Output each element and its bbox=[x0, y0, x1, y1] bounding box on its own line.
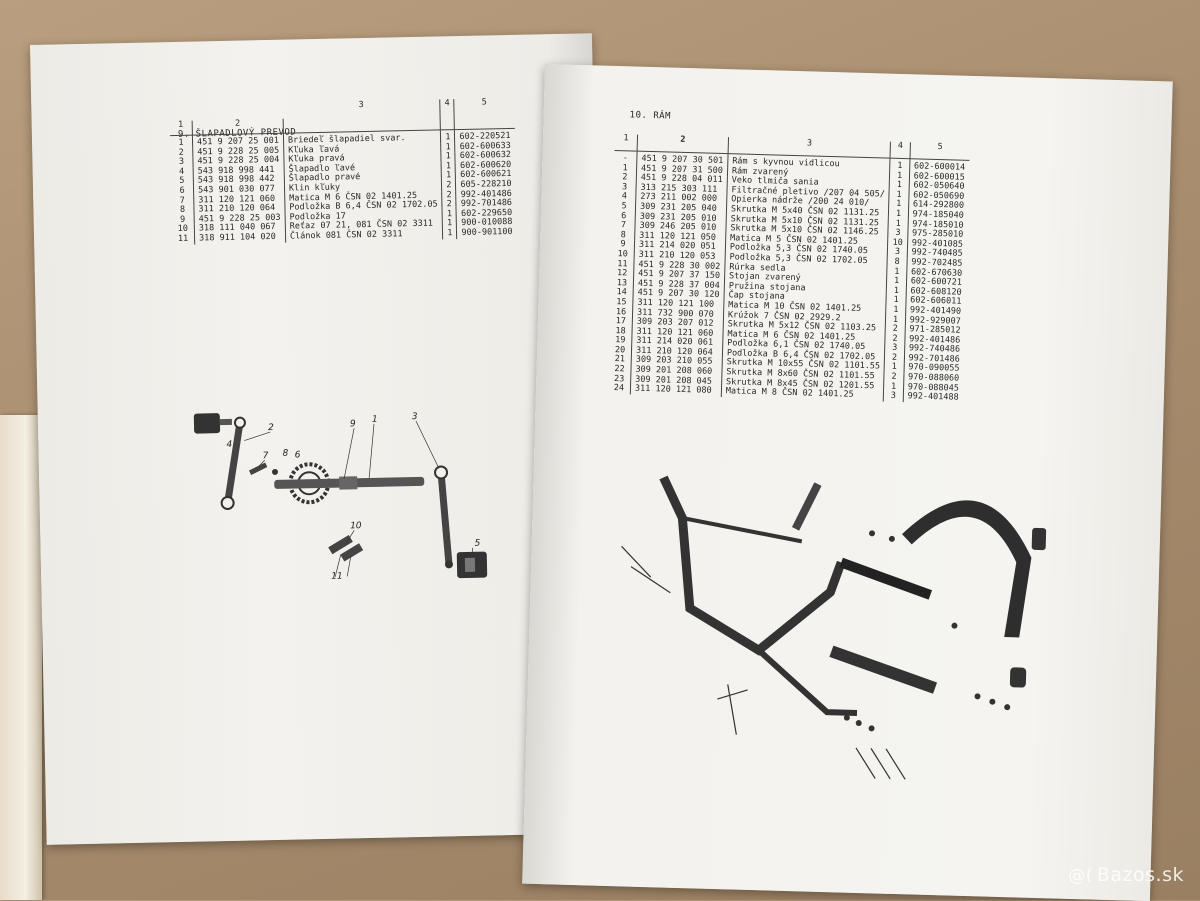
frame-rear-strut bbox=[840, 562, 931, 595]
callout-5: 5 bbox=[474, 539, 480, 549]
frame-diagram bbox=[595, 456, 1084, 799]
right-cell-col4: 3 bbox=[884, 392, 904, 402]
right-cell-col2: 311 120 121 080 bbox=[630, 385, 721, 397]
callout-3: 3 bbox=[412, 412, 418, 422]
leader-lines bbox=[244, 420, 473, 579]
left-cell-col1: 11 bbox=[172, 235, 195, 245]
nut-left bbox=[272, 469, 278, 475]
left-cell-col4: 1 bbox=[443, 229, 457, 239]
callout-9: 9 bbox=[350, 419, 356, 429]
left-cell-col2: 318 911 104 020 bbox=[195, 233, 286, 244]
callout-1: 1 bbox=[372, 415, 378, 425]
frame-main-tube bbox=[659, 477, 844, 652]
right-pedal-reflector bbox=[465, 558, 475, 572]
watermark: @(Bazos.sk bbox=[1068, 864, 1184, 886]
right-col4-header: 4 bbox=[890, 142, 910, 159]
left-col4-header: 4 bbox=[440, 99, 454, 115]
right-section-title: 10. RÁM bbox=[629, 110, 671, 121]
right-cell-col4: 1 bbox=[890, 158, 910, 172]
right-crank-arm bbox=[441, 472, 449, 564]
right-crank bbox=[435, 466, 453, 568]
stand bbox=[829, 646, 937, 694]
callout-10: 10 bbox=[350, 521, 362, 531]
left-crank bbox=[220, 418, 247, 510]
left-cell-col1: 1 bbox=[170, 135, 193, 149]
left-crank-eye-top bbox=[235, 418, 245, 428]
right-cell-col1: - bbox=[614, 150, 637, 164]
left-crank-eye-bottom bbox=[222, 497, 234, 509]
left-pedal bbox=[194, 413, 232, 434]
callout-4: 4 bbox=[226, 440, 232, 450]
right-col1-header: 1 bbox=[615, 134, 638, 151]
right-cell-col1: 24 bbox=[608, 384, 631, 394]
left-crank-arm bbox=[226, 423, 242, 503]
callout-6: 6 bbox=[295, 450, 301, 460]
right-cell-col5: 992-401488 bbox=[903, 392, 963, 403]
left-pedal-body bbox=[194, 413, 220, 434]
cotter-pin-left bbox=[249, 463, 267, 475]
left-col4-blank bbox=[440, 115, 454, 130]
watermark-text: Bazos.sk bbox=[1097, 864, 1184, 886]
right-crank-eye-top bbox=[435, 466, 447, 478]
frame-body bbox=[657, 477, 933, 714]
left-cell-col4: 1 bbox=[441, 130, 455, 143]
left-pedal-axle bbox=[220, 419, 232, 425]
book-edge bbox=[0, 415, 42, 900]
left-col5-blank bbox=[454, 114, 514, 130]
watermark-logo-icon: @( bbox=[1068, 866, 1093, 886]
callout-2: 2 bbox=[268, 423, 274, 433]
left-cell-col5: 900-901100 bbox=[457, 228, 517, 239]
left-col5-header: 5 bbox=[454, 98, 514, 115]
right-col5-header: 5 bbox=[910, 142, 970, 160]
chain-links bbox=[328, 535, 363, 562]
frame-top-tube bbox=[682, 518, 803, 541]
rear-mudguard bbox=[899, 499, 1033, 638]
pedal-drive-diagram: 4 2 7 8 6 9 1 3 5 10 11 bbox=[178, 395, 502, 602]
left-cell-col3: Článok 081 ČSN 02 3311 bbox=[285, 229, 443, 242]
callout-7: 7 bbox=[263, 451, 269, 461]
seat-tube bbox=[792, 482, 822, 530]
left-col1-header: 1 bbox=[170, 121, 193, 136]
callout-8: 8 bbox=[283, 449, 289, 459]
callout-11: 11 bbox=[331, 572, 343, 582]
right-pedal bbox=[457, 552, 488, 579]
axle-washer bbox=[339, 476, 357, 489]
